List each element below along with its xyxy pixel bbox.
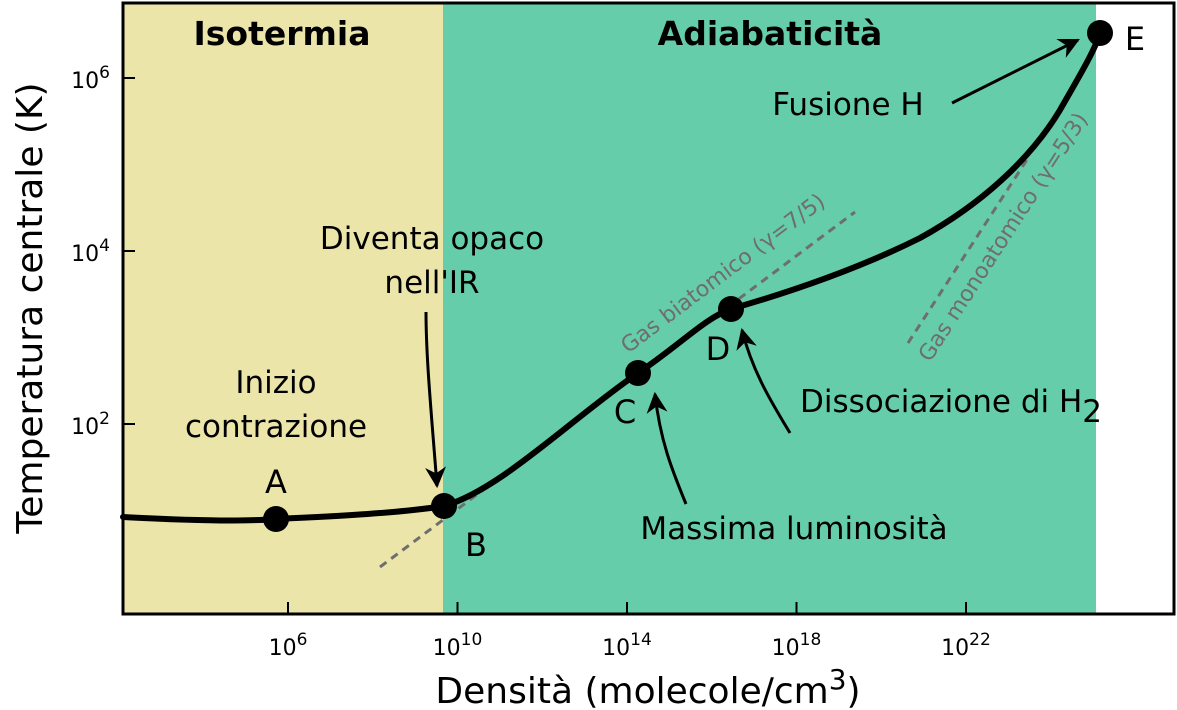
adiabatic-label: Adiabaticità [658,14,883,53]
y-axis-ticks: 102 104 106 [71,63,135,440]
point-c-marker [625,360,651,386]
x-axis-ticks: 106 1010 1014 1018 1022 [269,602,991,661]
x-tick-label: 1010 [433,630,483,661]
dissociazione-label: Dissociazione di H2 [800,384,1102,430]
point-e-marker [1087,20,1113,46]
point-a-marker [263,506,289,532]
opaco-label-line1: Diventa opaco [320,221,544,257]
inizio-label-line1: Inizio [235,365,316,401]
y-axis-title: Temperatura centrale (K) [10,82,51,534]
inizio-label-line2: contrazione [185,409,367,445]
x-tick-label: 1018 [772,630,822,661]
x-tick-label: 106 [269,630,308,661]
x-tick-label: 1014 [602,630,652,661]
evolution-curve [120,30,1103,524]
point-d-label: D [706,330,731,368]
point-c-label: C [614,393,636,431]
y-tick-label: 106 [71,63,110,94]
y-tick-label: 102 [71,409,110,440]
point-d-marker [718,296,744,322]
fusione-label: Fusione H [772,87,923,123]
gas-monoatomic-guide-line [906,154,1032,344]
fusione-arrow [951,38,1080,105]
dissociazione-arrow [736,327,792,434]
y-tick-label: 104 [71,236,110,267]
isothermal-label: Isotermia [194,14,371,53]
point-e-label: E [1125,20,1145,58]
massima-label: Massima luminosità [640,511,947,547]
adiabatic-region [443,3,1096,614]
point-a-label: A [265,463,287,501]
plot-frame [121,1,1176,616]
massima-arrow [646,391,688,505]
x-tick-label: 1022 [941,630,991,661]
point-b-label: B [465,526,487,564]
opaco-label-line2: nell'IR [384,265,479,301]
point-b-marker [431,493,457,519]
opaco-arrow [424,311,447,489]
x-axis-title: Densità (molecole/cm3) [435,663,860,710]
